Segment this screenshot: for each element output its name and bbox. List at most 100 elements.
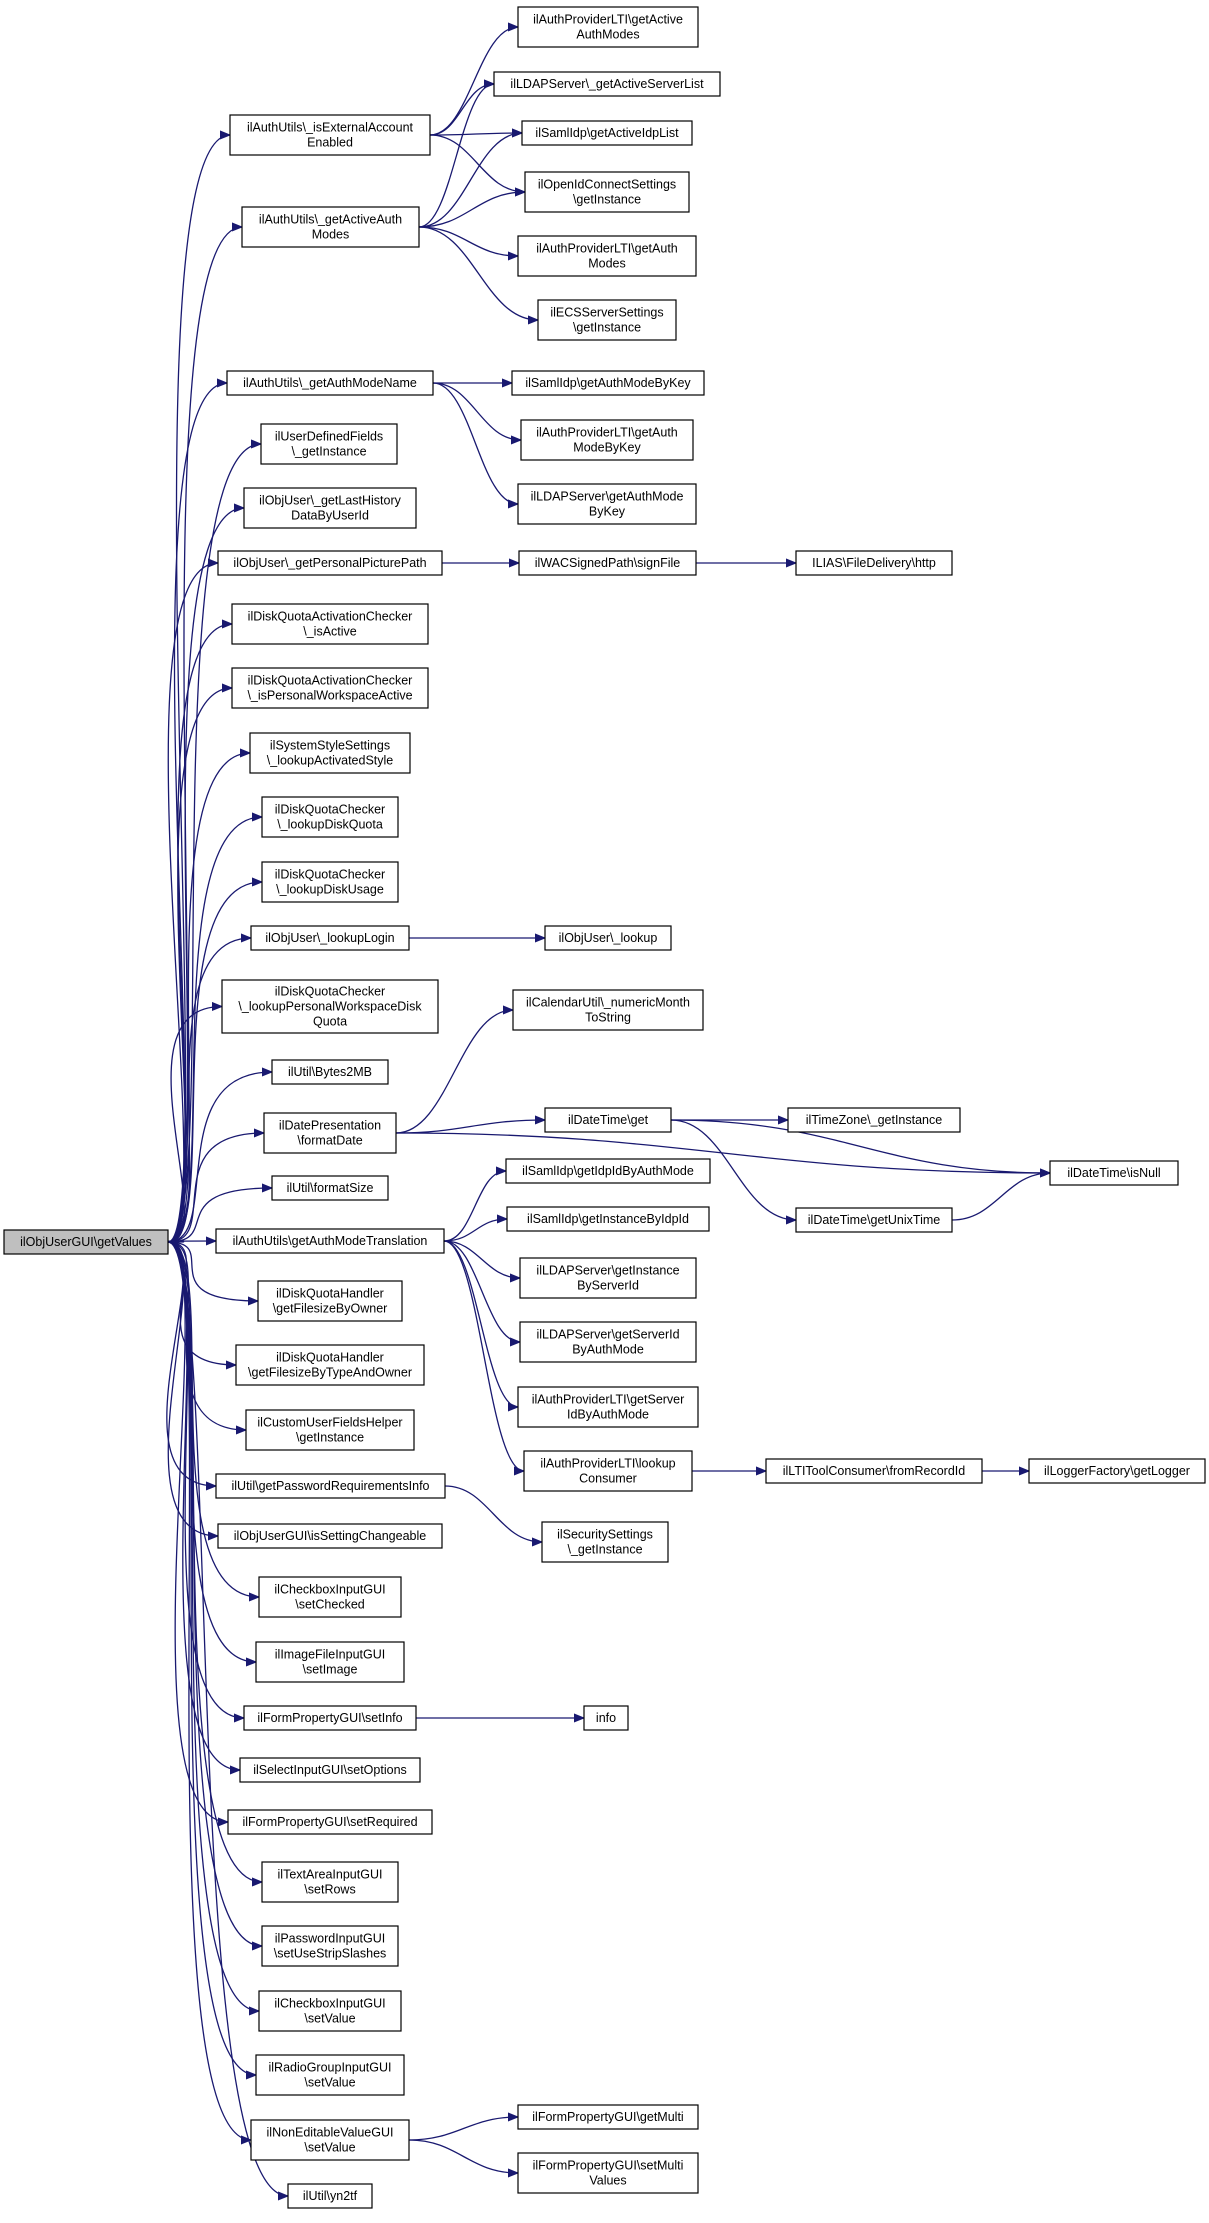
node-ilwacsignedpath-signfile[interactable]: ilWACSignedPath\signFile — [518, 550, 697, 576]
node-iluserdefinedfields-getinstance[interactable]: ilUserDefinedFields\_getInstance — [260, 423, 398, 465]
node-ilias-filedelivery-http[interactable]: ILIAS\FileDelivery\http — [795, 550, 953, 576]
node-label: ilUtil\getPasswordRequirementsInfo — [231, 1479, 429, 1493]
node-ilsamlidp-getinstancebyidpid[interactable]: ilSamlIdp\getInstanceByIdpId — [506, 1206, 710, 1232]
node-ilnoneditablevaluegui-setvalue[interactable]: ilNonEditableValueGUI\setValue — [250, 2119, 410, 2161]
node-ildatetime-isnull[interactable]: ilDateTime\isNull — [1049, 1160, 1179, 1186]
node-ilauthproviderlti-getauth-modebykey[interactable]: ilAuthProviderLTI\getAuthModeByKey — [520, 419, 694, 461]
node-ilcheckboxinputgui-setvalue[interactable]: ilCheckboxInputGUI\setValue — [258, 1990, 402, 2032]
node-label: ModeByKey — [573, 441, 641, 455]
node-label: ilDiskQuotaActivationChecker — [248, 674, 413, 688]
node-label: ilObjUserGUI\getValues — [20, 1235, 152, 1249]
node-label: info — [596, 1711, 616, 1725]
node-ilecsserversettings-getinstance[interactable]: ilECSServerSettings\getInstance — [537, 299, 677, 341]
node-ilobjusergui-getvalues[interactable]: ilObjUserGUI\getValues — [3, 1229, 169, 1255]
node-ildatetime-getunixtime[interactable]: ilDateTime\getUnixTime — [795, 1207, 953, 1233]
node-label: ilAuthUtils\_getAuthModeName — [243, 376, 417, 390]
node-illdapserver-getauthmode-bykey[interactable]: ilLDAPServer\getAuthModeByKey — [517, 483, 697, 525]
node-ilauthutils-getauthmodename[interactable]: ilAuthUtils\_getAuthModeName — [226, 370, 434, 396]
node-info[interactable]: info — [583, 1705, 629, 1731]
node-ildiskquotachecker-lookupdiskusage[interactable]: ilDiskQuotaChecker\_lookupDiskUsage — [261, 861, 399, 903]
node-label: ILIAS\FileDelivery\http — [812, 556, 936, 570]
node-iltimezone-getinstance[interactable]: ilTimeZone\_getInstance — [787, 1107, 961, 1133]
node-ilcustomuserfieldshelper-getinstance[interactable]: ilCustomUserFieldsHelper\getInstance — [245, 1409, 415, 1451]
node-ilpasswordinputgui-setusestripslashes[interactable]: ilPasswordInputGUI\setUseStripSlashes — [261, 1925, 399, 1967]
node-box — [226, 370, 434, 396]
node-label: ilSamlIdp\getActiveIdpList — [535, 126, 679, 140]
node-illdapserver-getactiveserverlist[interactable]: ilLDAPServer\_getActiveServerList — [493, 71, 721, 97]
edge-nevSetValue-to-fpGetMulti — [408, 2117, 518, 2141]
node-label: \setValue — [304, 2012, 355, 2026]
node-label: ilSamlIdp\getIdpIdByAuthMode — [522, 1164, 694, 1178]
node-box — [261, 796, 399, 838]
node-box — [537, 299, 677, 341]
node-ilformpropertygui-setrequired[interactable]: ilFormPropertyGUI\setRequired — [227, 1809, 433, 1835]
node-ilsamlidp-getidpidbyauthmode[interactable]: ilSamlIdp\getIdpIdByAuthMode — [505, 1158, 711, 1184]
node-ilobjusergui-issettingchangeable[interactable]: ilObjUserGUI\isSettingChangeable — [217, 1523, 443, 1549]
node-ildiskquotachecker-lookuppersonalworkspacedisk-quota[interactable]: ilDiskQuotaChecker\_lookupPersonalWorksp… — [221, 979, 439, 1034]
edge-isExt-to-ldapActiveList — [429, 84, 495, 136]
node-box — [258, 1990, 402, 2032]
node-ilutil-bytes2mb[interactable]: ilUtil\Bytes2MB — [271, 1059, 389, 1085]
node-ildatetime-get[interactable]: ilDateTime\get — [544, 1107, 672, 1133]
node-ilsamlidp-getauthmodebykey[interactable]: ilSamlIdp\getAuthModeByKey — [511, 370, 705, 396]
node-box — [517, 2152, 699, 2194]
node-ildiskquotachecker-lookupdiskquota[interactable]: ilDiskQuotaChecker\_lookupDiskQuota — [261, 796, 399, 838]
node-ilobjuser-lookup[interactable]: ilObjUser\_lookup — [544, 925, 672, 951]
node-ilobjuser-lookuplogin[interactable]: ilObjUser\_lookupLogin — [250, 925, 410, 951]
edge-root-to-formatSize — [167, 1188, 272, 1243]
node-ilsystemstylesettings-lookupactivatedstyle[interactable]: ilSystemStyleSettings\_lookupActivatedSt… — [249, 732, 411, 774]
node-ildiskquotahandler-getfilesizebyowner[interactable]: ilDiskQuotaHandler\getFilesizeByOwner — [257, 1280, 403, 1322]
node-ilimagefileinputgui-setimage[interactable]: ilImageFileInputGUI\setImage — [255, 1641, 405, 1683]
edge-getAuthModeTrans-to-samlInstById — [443, 1219, 507, 1242]
node-ilopenidconnectsettings-getinstance[interactable]: ilOpenIdConnectSettings\getInstance — [524, 171, 690, 213]
node-label: Values — [589, 2174, 626, 2188]
node-box — [765, 1458, 983, 1484]
node-ilformpropertygui-getmulti[interactable]: ilFormPropertyGUI\getMulti — [517, 2104, 699, 2130]
node-box — [787, 1107, 961, 1133]
node-iltextareainputgui-setrows[interactable]: ilTextAreaInputGUI\setRows — [261, 1861, 399, 1903]
node-ildiskquotaactivationchecker-isactive[interactable]: ilDiskQuotaActivationChecker\_isActive — [231, 603, 429, 645]
node-ildiskquotaactivationchecker-ispersonalworkspaceactive[interactable]: ilDiskQuotaActivationChecker\_isPersonal… — [231, 667, 429, 709]
node-ilauthutils-getauthmodetranslation[interactable]: ilAuthUtils\getAuthModeTranslation — [215, 1228, 445, 1254]
edge-getActiveAuthModes-to-ldapActiveList — [418, 84, 495, 228]
node-box — [512, 989, 704, 1031]
node-ilutil-getpasswordrequirementsinfo[interactable]: ilUtil\getPasswordRequirementsInfo — [215, 1473, 446, 1499]
edge-getAuthModeName-to-ldapByKey — [432, 382, 519, 504]
node-ilsamlidp-getactiveidplist[interactable]: ilSamlIdp\getActiveIdpList — [521, 120, 693, 146]
node-box — [517, 235, 697, 277]
node-ildiskquotahandler-getfilesizebytypeandowner[interactable]: ilDiskQuotaHandler\getFilesizeByTypeAndO… — [235, 1344, 425, 1386]
node-ilselectinputgui-setoptions[interactable]: ilSelectInputGUI\setOptions — [239, 1757, 421, 1783]
node-label: ilObjUser\_lookup — [559, 931, 658, 945]
edge-formatDate-to-dtIsNull — [395, 1132, 1050, 1173]
edge-getActiveAuthModes-to-ltiGetAuthModes — [418, 226, 518, 256]
node-ilsecuritysettings-getinstance[interactable]: ilSecuritySettings\_getInstance — [541, 1521, 669, 1563]
node-label: ilLDAPServer\_getActiveServerList — [510, 77, 704, 91]
node-label: ilFormPropertyGUI\setRequired — [242, 1815, 417, 1829]
node-illtitoolconsumer-fromrecordid[interactable]: ilLTIToolConsumer\fromRecordId — [765, 1458, 983, 1484]
node-ilutil-yn2tf[interactable]: ilUtil\yn2tf — [287, 2183, 373, 2209]
node-ildatepresentation-formatdate[interactable]: ilDatePresentation\formatDate — [263, 1112, 397, 1154]
node-label: \setValue — [304, 2076, 355, 2090]
node-box — [215, 1228, 445, 1254]
node-label: ilDatePresentation — [279, 1119, 381, 1133]
node-box — [255, 1641, 405, 1683]
node-ilutil-formatsize[interactable]: ilUtil\formatSize — [271, 1175, 389, 1201]
node-ilcheckboxinputgui-setchecked[interactable]: ilCheckboxInputGUI\setChecked — [258, 1576, 402, 1618]
node-illoggerfactory-getlogger[interactable]: ilLoggerFactory\getLogger — [1028, 1458, 1206, 1484]
node-ilobjuser-getpersonalpicturepath[interactable]: ilObjUser\_getPersonalPicturePath — [217, 550, 443, 576]
node-ilradiogroupinputgui-setvalue[interactable]: ilRadioGroupInputGUI\setValue — [255, 2054, 405, 2096]
node-ilformpropertygui-setinfo[interactable]: ilFormPropertyGUI\setInfo — [243, 1705, 417, 1731]
node-label: ilSamlIdp\getInstanceByIdpId — [527, 1212, 689, 1226]
